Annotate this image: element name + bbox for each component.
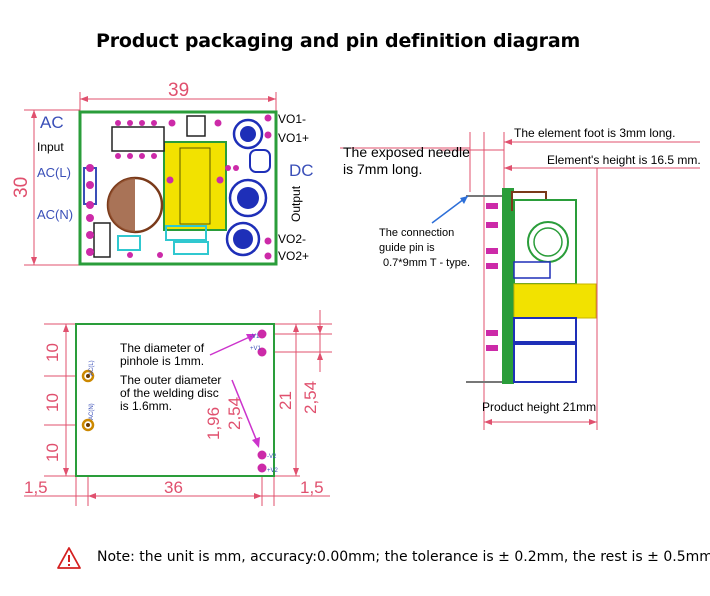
dim-39: 39 bbox=[168, 80, 189, 101]
disc-note-line2: of the welding disc bbox=[120, 386, 219, 400]
side-pins bbox=[466, 195, 504, 383]
needle-note-line2: is 7mm long. bbox=[343, 161, 422, 177]
pin-label-v2-minus: -V2 bbox=[267, 454, 277, 460]
pin-ac-l-hole bbox=[86, 374, 90, 378]
pin-v1-plus bbox=[257, 347, 267, 357]
transformer bbox=[163, 141, 227, 231]
pin-label-ac-l: AC(L) bbox=[89, 360, 95, 376]
pin-label-v1-plus: +V1 bbox=[250, 346, 262, 352]
pin-label-v1-minus: -V1 bbox=[250, 334, 260, 340]
bottom-pcb-outline bbox=[75, 323, 275, 477]
inductor bbox=[249, 149, 271, 173]
dim-arrow bbox=[254, 493, 262, 499]
pin-label-ac-n: AC(N) bbox=[89, 403, 95, 420]
side-output-capacitor-2 bbox=[513, 343, 577, 383]
callout-arrow bbox=[460, 196, 468, 204]
pin-label-v2-plus: +V2 bbox=[267, 468, 279, 474]
small-component bbox=[186, 115, 206, 137]
label-input: Input bbox=[37, 140, 64, 154]
pinhole-note-line1: The diameter of bbox=[120, 341, 205, 355]
dim-1-96: 1,96 bbox=[204, 407, 223, 440]
dim-arrow bbox=[63, 324, 69, 332]
dim-10-bottom: 10 bbox=[43, 443, 62, 462]
side-view: The element foot is 3mm long. The expose… bbox=[340, 126, 701, 430]
dim-arrow bbox=[293, 324, 299, 332]
cyan-part-2 bbox=[173, 241, 209, 255]
dim-arrow bbox=[88, 493, 96, 499]
dim-10-top: 10 bbox=[43, 343, 62, 362]
bottom-callout-lines bbox=[209, 334, 259, 445]
side-small-cap bbox=[513, 261, 551, 279]
dim-2-54-outer: 2,54 bbox=[301, 381, 320, 414]
label-vo1-minus: VO1- bbox=[278, 112, 306, 126]
dim-arrow bbox=[504, 165, 512, 171]
side-pin-pads bbox=[486, 203, 498, 351]
dim-arrow bbox=[80, 96, 88, 102]
dim-10-middle: 10 bbox=[43, 393, 62, 412]
fuse bbox=[93, 222, 111, 258]
element-height-note: Element's height is 16.5 mm. bbox=[547, 153, 701, 167]
dim-arrow bbox=[589, 419, 597, 425]
side-output-capacitor bbox=[513, 317, 577, 343]
dim-arrow bbox=[63, 468, 69, 476]
label-vo1-plus: VO1+ bbox=[278, 131, 309, 145]
disc-note-line3: is 1.6mm. bbox=[120, 399, 172, 413]
label-dc: DC bbox=[289, 161, 314, 180]
side-capacitor-ring-inner bbox=[533, 227, 563, 257]
pin-ac-n-hole bbox=[86, 423, 90, 427]
dim-arrow bbox=[268, 96, 276, 102]
side-pcb bbox=[502, 188, 514, 384]
callout-arrow bbox=[246, 334, 256, 342]
label-vo2-minus: VO2- bbox=[278, 232, 306, 246]
top-view-dimensions bbox=[24, 92, 277, 266]
label-ac: AC bbox=[40, 113, 64, 132]
dim-1-5-right: 1,5 bbox=[300, 478, 324, 497]
dim-30: 30 bbox=[11, 177, 32, 198]
dim-21: 21 bbox=[276, 391, 295, 410]
dim-1-5-left: 1,5 bbox=[24, 478, 48, 497]
side-transformer bbox=[513, 283, 597, 319]
foot-length-note: The element foot is 3mm long. bbox=[514, 126, 675, 140]
output-capacitor-3-core bbox=[233, 229, 253, 249]
disc-note-line1: The outer diameter bbox=[120, 373, 221, 387]
label-ac-n: AC(N) bbox=[37, 207, 73, 222]
dim-2-54-inner: 2,54 bbox=[225, 397, 244, 430]
product-height-note: Product height 21mm bbox=[482, 400, 596, 414]
input-capacitor-mark bbox=[108, 178, 135, 232]
dim-arrow bbox=[293, 468, 299, 476]
dim-arrow bbox=[31, 257, 37, 265]
output-capacitor-2-core bbox=[237, 187, 259, 209]
pin-v2-minus bbox=[257, 450, 267, 460]
guide-pin-line1: The connection bbox=[379, 227, 454, 239]
dim-arrow bbox=[317, 326, 323, 334]
bottom-view: AC(L) AC(N) -V1 +V1 -V2 +V2 10 10 10 1,5… bbox=[24, 310, 332, 506]
dim-arrow bbox=[31, 110, 37, 118]
dim-arrow bbox=[317, 352, 323, 360]
output-capacitor-1-core bbox=[240, 126, 256, 142]
label-ac-l: AC(L) bbox=[37, 165, 71, 180]
side-view-dimensions bbox=[340, 132, 700, 430]
transformer-core bbox=[179, 147, 211, 225]
warning-icon bbox=[57, 547, 81, 569]
cyan-part-1 bbox=[165, 225, 207, 241]
label-vo2-plus: VO2+ bbox=[278, 249, 309, 263]
page-title: Product packaging and pin definition dia… bbox=[96, 30, 581, 52]
top-view: 39 30 bbox=[11, 80, 314, 266]
ic-chip bbox=[111, 126, 165, 152]
dim-arrow bbox=[504, 139, 512, 145]
callout-arrow bbox=[252, 437, 260, 448]
top-pins bbox=[86, 114, 272, 260]
pin-v1-minus bbox=[257, 329, 267, 339]
guide-pin-line3: 0.7*9mm T - type. bbox=[383, 257, 470, 269]
dim-36: 36 bbox=[164, 478, 183, 497]
cyan-part-3 bbox=[117, 235, 141, 251]
pinhole-note-line2: pinhole is 1mm. bbox=[120, 354, 204, 368]
pin-v2-plus bbox=[257, 463, 267, 473]
guide-pin-line2: guide pin is bbox=[379, 242, 435, 254]
needle-note-line1: The exposed needle bbox=[343, 144, 470, 160]
label-output: Output bbox=[289, 185, 303, 222]
dim-arrow bbox=[484, 419, 492, 425]
tolerance-note: Note: the unit is mm, accuracy:0.00mm; t… bbox=[97, 549, 710, 565]
